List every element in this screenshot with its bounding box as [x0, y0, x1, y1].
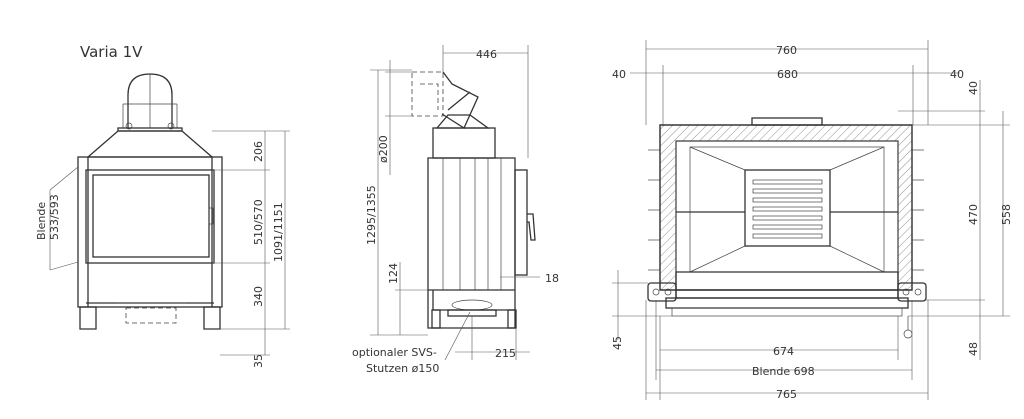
dim-124: 124 [387, 263, 400, 284]
dim-340: 340 [252, 286, 265, 307]
dim-48: 48 [967, 342, 980, 356]
dim-40-vertical: 40 [967, 81, 980, 95]
dim-40-left: 40 [612, 68, 626, 81]
dim-blende-label: Blende [35, 202, 48, 240]
dim-206: 206 [252, 141, 265, 162]
note-svs-line2: Stutzen ø150 [366, 362, 439, 375]
front-view: Blende 533/593 206 510/570 1091/1151 340… [35, 73, 290, 368]
dim-680: 680 [777, 68, 798, 81]
dim-diameter-200: ø200 [377, 135, 390, 163]
drawing-title: Varia 1V [80, 43, 143, 61]
dim-510-570: 510/570 [252, 199, 265, 245]
dim-blende-698: Blende 698 [752, 365, 815, 378]
top-view: 760 680 40 40 [611, 40, 1013, 401]
dim-558: 558 [1000, 204, 1013, 225]
dim-765: 765 [776, 388, 797, 401]
dim-674: 674 [773, 345, 794, 358]
dim-760: 760 [776, 44, 797, 57]
dim-blende-value: 533/593 [48, 194, 61, 240]
dim-215: 215 [495, 347, 516, 360]
note-svs-line1: optionaler SVS- [352, 346, 437, 359]
dim-40-right: 40 [950, 68, 964, 81]
dim-35: 35 [252, 354, 265, 368]
dim-45: 45 [611, 336, 624, 350]
dim-470: 470 [967, 204, 980, 225]
dim-1091-1151: 1091/1151 [272, 202, 285, 262]
dim-446: 446 [476, 48, 497, 61]
side-view: 446 ø200 1295/1355 [352, 45, 559, 375]
dim-18: 18 [545, 272, 559, 285]
dim-1295-1355: 1295/1355 [365, 185, 378, 245]
